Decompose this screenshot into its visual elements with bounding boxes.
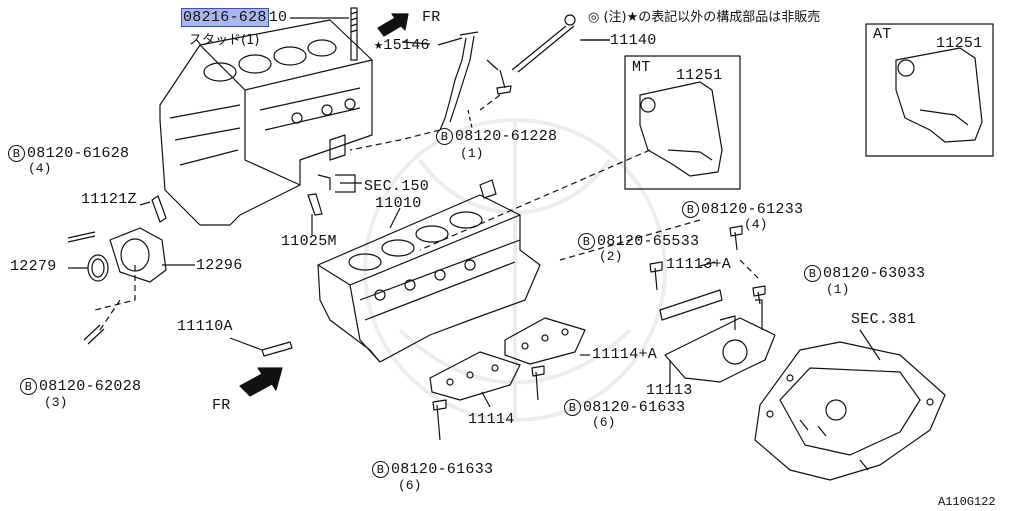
part-11113a[interactable]: 11113+A — [666, 256, 732, 273]
bolt-61633a-qty: (6) — [592, 415, 616, 430]
part-11114[interactable]: 11114 — [468, 411, 515, 428]
bolt-63033-qty: (1) — [826, 282, 850, 297]
at-label: AT — [873, 26, 892, 43]
part-11114a[interactable]: 11114+A — [592, 346, 658, 363]
bolt-61233-number: 08120-61233 — [701, 201, 804, 218]
part-15146-label: 15146 — [383, 37, 430, 54]
note-body: (注)★の表記以外の構成部品は非販売 — [603, 10, 821, 25]
label-leaders — [68, 39, 881, 408]
mt-label: MT — [632, 59, 651, 76]
bolt-61633b-qty: (6) — [398, 478, 422, 493]
bolt-b-icon: B — [436, 128, 453, 145]
at-box — [865, 23, 994, 157]
part-11121z[interactable]: 11121Z — [81, 191, 137, 208]
part-11010[interactable]: 11010 — [375, 195, 422, 212]
leader-lines — [94, 94, 761, 331]
part-11251-mt[interactable]: 11251 — [676, 67, 723, 84]
bolt-61633b-number: 08120-61633 — [391, 461, 494, 478]
figure-code: A110G122 — [938, 495, 996, 509]
baffle-11114[interactable] — [429, 351, 521, 401]
rear-seal-assembly[interactable] — [67, 195, 167, 345]
bolt-61228-qty: (1) — [460, 146, 484, 161]
part-11140[interactable]: 11140 — [610, 32, 657, 49]
bolt-63033-number: 08120-63033 — [823, 265, 926, 282]
fr-label-bottom: FR — [212, 397, 231, 414]
stud-11110a[interactable] — [229, 337, 293, 357]
part-15146[interactable]: ★15146 — [374, 38, 430, 54]
engine-block-main[interactable] — [317, 179, 541, 363]
bolt-b-icon: B — [372, 461, 389, 478]
ladder-frame-11113[interactable] — [659, 289, 776, 383]
bolt-65533[interactable] — [649, 261, 663, 291]
bolt-61228[interactable] — [467, 59, 512, 129]
filter-bracket[interactable] — [307, 174, 356, 216]
baffle-11114a[interactable] — [504, 317, 586, 365]
engine-block-upper[interactable] — [159, 19, 373, 226]
bolt-65533-qty: (2) — [599, 249, 623, 264]
washer-icon: ◎ — [588, 10, 600, 25]
bolt-b-icon: B — [8, 145, 25, 162]
bolt-b-icon: B — [682, 201, 699, 218]
dipstick-guide[interactable] — [437, 31, 479, 131]
bolt-62028-number: 08120-62028 — [39, 378, 142, 395]
bolt-61633-a[interactable] — [432, 399, 447, 441]
sec-381[interactable]: SEC.381 — [851, 311, 917, 328]
at-plate[interactable] — [895, 47, 983, 143]
bolt-61633-b[interactable] — [531, 365, 545, 401]
bolt-65533-number: 08120-65533 — [597, 233, 700, 250]
bolt-61628-qty: (4) — [28, 161, 52, 176]
bolt-b-icon: B — [564, 399, 581, 416]
part-11251-at[interactable]: 11251 — [936, 35, 983, 52]
fr-arrow-bottom — [239, 367, 283, 397]
star-icon: ★ — [374, 37, 384, 54]
bolt-62028-qty: (3) — [44, 395, 68, 410]
part-11025m[interactable]: 11025M — [281, 233, 337, 250]
bolt-63033[interactable] — [752, 285, 766, 305]
fr-arrow-top — [377, 13, 409, 37]
note-text: ◎ (注)★の表記以外の構成部品は非販売 — [588, 10, 820, 25]
fr-label-top: FR — [422, 9, 441, 26]
stud-highlight[interactable]: 08216-628 — [181, 8, 269, 27]
bolt-61633a-number: 08120-61633 — [583, 399, 686, 416]
oil-pan[interactable] — [754, 341, 946, 481]
bolt-61628-number: 08120-61628 — [27, 145, 130, 162]
part-12296[interactable]: 12296 — [196, 257, 243, 274]
bolt-61233[interactable] — [729, 225, 743, 251]
bolt-b-icon: B — [20, 378, 37, 395]
bolt-b-icon: B — [804, 265, 821, 282]
bolt-b-icon: B — [578, 233, 595, 250]
mt-box — [624, 55, 741, 190]
stud-suffix: 10 — [268, 9, 288, 26]
stud-name: スタッド(1) — [189, 33, 260, 48]
sec-150[interactable]: SEC.150 — [364, 178, 430, 195]
bolt-61233-qty: (4) — [744, 217, 768, 232]
bolt-61228-number: 08120-61228 — [455, 128, 558, 145]
part-11113[interactable]: 11113 — [646, 382, 693, 399]
mt-plate[interactable] — [639, 81, 723, 177]
part-11110a[interactable]: 11110A — [177, 318, 233, 335]
stud-part[interactable] — [290, 7, 358, 61]
part-12279[interactable]: 12279 — [10, 258, 57, 275]
